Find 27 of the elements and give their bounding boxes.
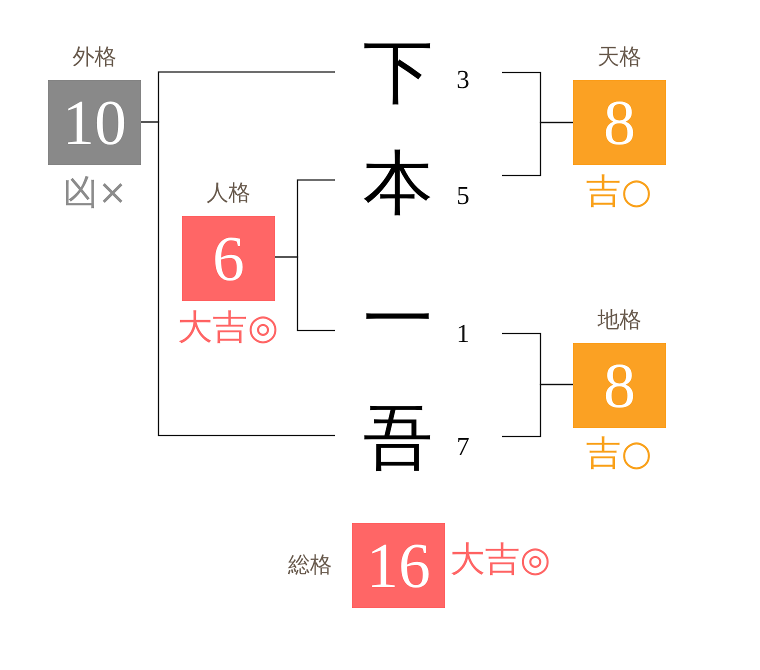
fortune-rating: 大吉◎ <box>450 541 551 579</box>
grid-label: 人格 <box>206 182 250 206</box>
stroke-count: 7 <box>456 434 470 460</box>
fortune-rating: 吉○ <box>586 435 652 473</box>
name-character: 吾 <box>363 404 433 474</box>
score-tile: 8 <box>573 80 666 165</box>
stroke-count: 3 <box>456 67 470 93</box>
grid-label: 地格 <box>598 309 642 333</box>
name-character: 本 <box>363 150 433 220</box>
grid-label: 外格 <box>72 46 116 70</box>
score-tile: 8 <box>573 343 666 428</box>
score-tile: 10 <box>48 80 141 165</box>
name-character: 下 <box>363 39 433 109</box>
fortune-rating: 凶× <box>62 174 128 212</box>
connector-line <box>275 256 335 332</box>
stroke-count: 5 <box>456 183 470 209</box>
score-tile: 16 <box>352 523 445 608</box>
grid-label: 総格 <box>288 554 332 578</box>
score-tile: 6 <box>182 216 275 301</box>
connector-line <box>141 121 335 436</box>
connector-line <box>502 384 573 438</box>
grid-label: 天格 <box>598 46 642 70</box>
name-character: 一 <box>363 286 433 356</box>
fortune-rating: 大吉◎ <box>178 309 278 347</box>
fortune-rating: 吉○ <box>586 173 652 211</box>
connector-line <box>502 122 573 176</box>
stroke-count: 1 <box>456 321 470 347</box>
